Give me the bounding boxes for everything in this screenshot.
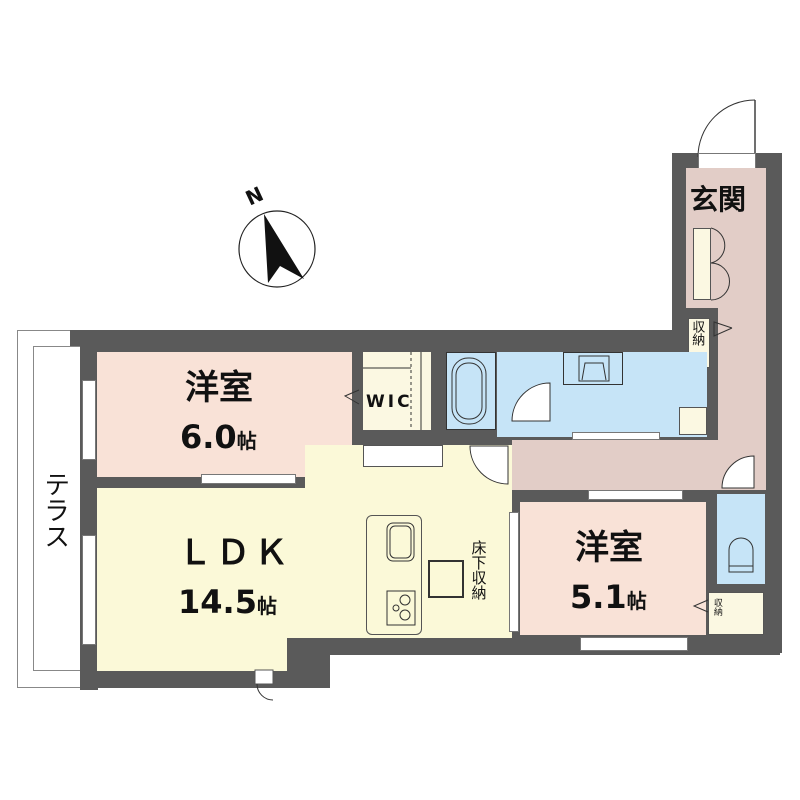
bathtub-icon bbox=[451, 357, 487, 425]
room-toilet bbox=[717, 494, 765, 584]
ldk-size: 14.5帖 bbox=[178, 583, 277, 621]
western-1-label: 洋室 bbox=[185, 368, 253, 408]
kitchen-counter bbox=[366, 515, 422, 635]
western-2-label: 洋室 bbox=[575, 528, 643, 568]
ldk-corridor-opening bbox=[363, 445, 443, 467]
small-storage bbox=[708, 592, 764, 635]
washroom-door-icon bbox=[511, 382, 551, 422]
terrace: テラス bbox=[17, 330, 83, 688]
room-western-1-notch bbox=[97, 352, 297, 475]
north-arrow-icon bbox=[238, 210, 316, 288]
room-western-2 bbox=[520, 502, 706, 635]
entrance-door-icon bbox=[697, 99, 756, 158]
western-2-size: 5.1帖 bbox=[570, 578, 647, 616]
compass: N bbox=[238, 181, 320, 290]
wic-shelf-icon bbox=[363, 352, 422, 430]
small-storage-door-icon bbox=[692, 599, 709, 613]
western-2-sliding-door[interactable] bbox=[588, 490, 683, 500]
ldk-service-door-icon bbox=[254, 669, 274, 701]
north-label: N bbox=[241, 181, 268, 211]
wic-label: WIC bbox=[366, 392, 413, 412]
washroom-storage bbox=[679, 407, 707, 435]
ldk-label: ＬＤＫ bbox=[178, 533, 292, 573]
hall-storage-label: 収納 bbox=[689, 320, 705, 346]
toilet-icon bbox=[728, 537, 754, 573]
small-storage-label: 収納 bbox=[711, 598, 722, 616]
western-1-size: 6.0帖 bbox=[180, 418, 257, 456]
western-1-window[interactable] bbox=[82, 380, 96, 460]
washbasin-icon bbox=[578, 355, 610, 382]
room-ldk-lower bbox=[97, 636, 287, 671]
room-ldk-main bbox=[97, 488, 512, 638]
western-1-sliding-door[interactable] bbox=[201, 474, 296, 484]
toilet-door-icon bbox=[721, 455, 755, 489]
genkan-label: 玄関 bbox=[690, 183, 747, 216]
western-2-window[interactable] bbox=[580, 637, 688, 651]
stove-icon bbox=[386, 590, 416, 626]
room-wic bbox=[363, 352, 431, 430]
washbasin-counter bbox=[563, 352, 623, 385]
underfloor-storage-hatch[interactable] bbox=[428, 560, 464, 598]
terrace-label: テラス bbox=[39, 471, 70, 549]
ldk-western-2-sliding-door[interactable] bbox=[509, 512, 519, 632]
shoe-closet bbox=[693, 228, 711, 300]
sink-icon bbox=[386, 522, 415, 562]
wall-main bbox=[70, 330, 685, 346]
ldk-window[interactable] bbox=[82, 535, 96, 645]
storage-door-icon bbox=[713, 321, 733, 337]
wic-door-icon bbox=[343, 389, 360, 405]
washroom-sliding-door[interactable] bbox=[572, 432, 660, 440]
underfloor-label: 床下収納 bbox=[469, 540, 488, 600]
ldk-door-icon bbox=[469, 445, 509, 485]
entrance-opening[interactable] bbox=[698, 153, 756, 169]
closet-door-icon bbox=[710, 227, 730, 301]
